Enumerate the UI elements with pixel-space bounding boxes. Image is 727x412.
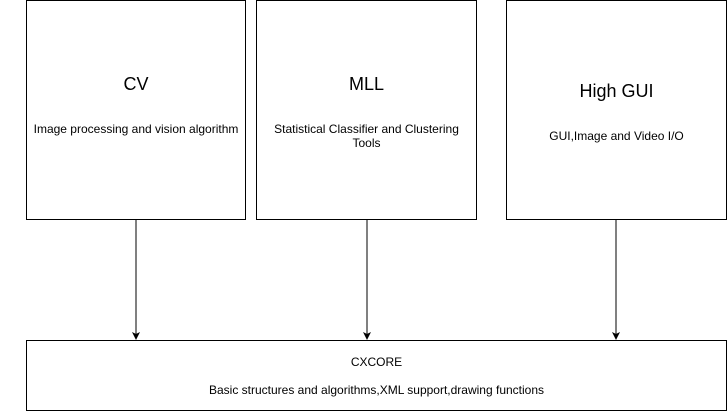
mll-module-box: MLL Statistical Classifier and Clusterin… [256,0,477,220]
cxcore-box: CXCORE Basic structures and algorithms,X… [26,340,727,411]
cv-module-box: CV Image processing and vision algorithm [26,0,246,220]
highgui-module-title: High GUI [579,81,654,101]
cxcore-description: Basic structures and algorithms,XML supp… [208,383,545,397]
highgui-module-description: GUI,Image and Video I/O [549,129,684,143]
mll-module-description: Statistical Classifier and Clustering To… [274,122,459,150]
cxcore-title: CXCORE [350,355,403,369]
cv-module-description: Image processing and vision algorithm [33,122,239,136]
mll-module-title: MLL [348,74,384,94]
cv-module-title: CV [123,74,149,94]
highgui-module-box: High GUI GUI,Image and Video I/O [506,0,727,220]
